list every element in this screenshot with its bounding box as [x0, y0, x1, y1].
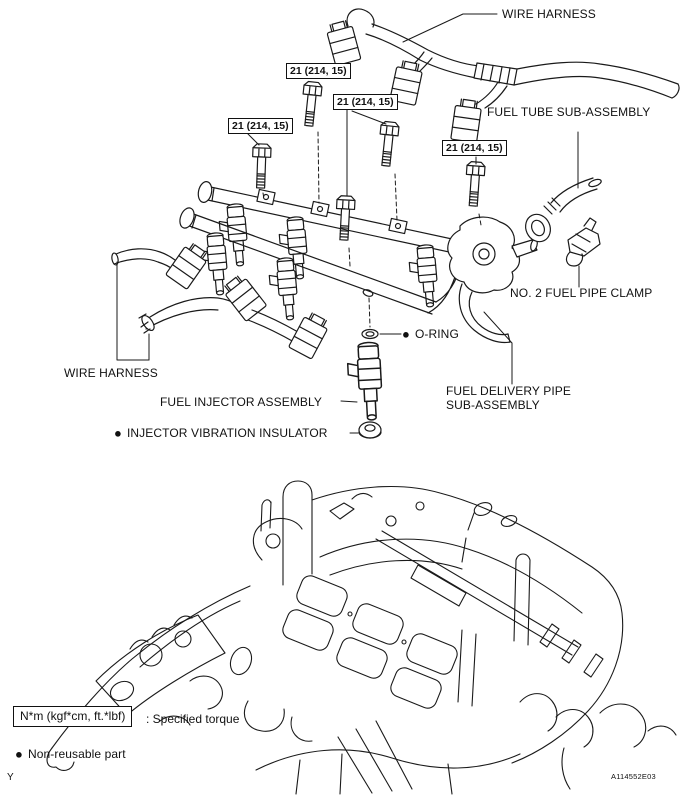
torque-spec-box-2: 21 (214, 15) — [333, 94, 398, 110]
fuel-injector-art — [345, 341, 384, 422]
fuel-tube-art — [525, 177, 602, 243]
insulator-art — [358, 421, 382, 439]
vibration-insulator-label-text: INJECTOR VIBRATION INSULATOR — [126, 426, 328, 440]
fuel-delivery-pipe-label-line2: SUB-ASSEMBLY — [446, 398, 540, 412]
vibration-insulator-label: ● INJECTOR VIBRATION INSULATOR — [114, 426, 328, 440]
torque-spec-box-1: 21 (214, 15) — [286, 63, 351, 79]
torque-spec-value: 21 (214, 15) — [232, 120, 289, 132]
non-reusable-bullet-icon: ● — [114, 425, 122, 440]
non-reusable-legend: ● Non-reusable part — [15, 747, 126, 761]
o-ring-label-text: O-RING — [414, 327, 459, 341]
non-reusable-bullet-icon: ● — [402, 326, 410, 341]
o-ring-label: ● O-RING — [402, 327, 459, 341]
o-ring-art — [361, 328, 379, 340]
fuel-delivery-pipe-label: FUEL DELIVERY PIPE SUB-ASSEMBLY — [446, 384, 571, 412]
drawing-number: A114552E03 — [611, 772, 656, 781]
torque-spec-value: 21 (214, 15) — [446, 142, 503, 154]
fuel-delivery-pipe-label-line1: FUEL DELIVERY PIPE — [446, 384, 571, 398]
torque-legend-description: : Specified torque — [146, 712, 240, 726]
engine-art — [46, 480, 677, 795]
torque-spec-value: 21 (214, 15) — [290, 65, 347, 77]
page-marker: Y — [7, 772, 14, 783]
wire-harness-top-art — [324, 8, 680, 144]
left-wire-harness-art — [111, 240, 332, 360]
non-reusable-legend-text: Non-reusable part — [27, 747, 126, 761]
fuel-injector-label: FUEL INJECTOR ASSEMBLY — [160, 395, 323, 409]
non-reusable-bullet-icon: ● — [15, 746, 23, 761]
pipe-clamp-label: NO. 2 FUEL PIPE CLAMP — [510, 286, 653, 300]
fuel-tube-label: FUEL TUBE SUB-ASSEMBLY — [487, 105, 651, 119]
assembly-dashed-lines — [262, 131, 482, 328]
torque-spec-box-4: 21 (214, 15) — [442, 140, 507, 156]
torque-spec-box-3: 21 (214, 15) — [228, 118, 293, 134]
wire-harness-top-label: WIRE HARNESS — [502, 7, 596, 21]
torque-legend-box: N*m (kgf*cm, ft.*lbf) — [13, 706, 133, 727]
fuel-rail-art — [179, 181, 538, 439]
leader-lines — [116, 13, 580, 434]
wire-harness-left-label: WIRE HARNESS — [64, 366, 158, 380]
pipe-clamp-art — [565, 217, 601, 267]
torque-spec-value: 21 (214, 15) — [337, 96, 394, 108]
